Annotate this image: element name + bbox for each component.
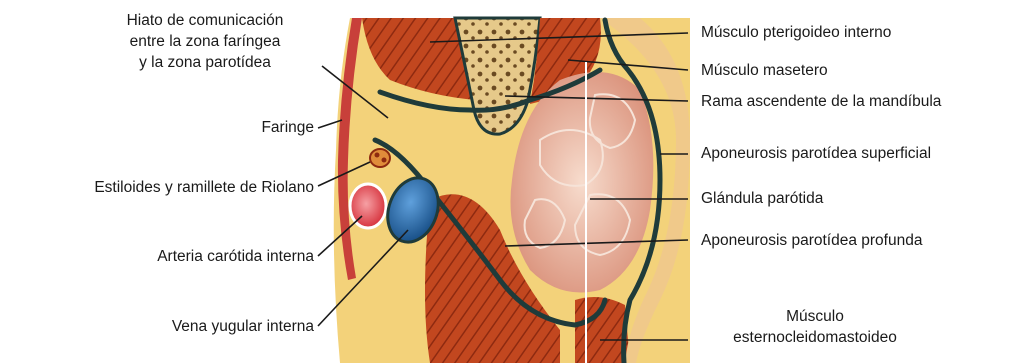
label-yugular: Vena yugular interna [80,316,314,337]
label-aponeurosis-superficial: Aponeurosis parotídea superficial [701,143,931,164]
label-esternocleido: Músculo esternocleidomastoideo [700,306,930,348]
label-pterigoideo: Músculo pterigoideo interno [701,22,891,43]
styloid-process [370,149,390,167]
label-parotida: Glándula parótida [701,188,823,209]
label-hiato-line2: entre la zona faríngea [90,31,320,52]
label-estiloides: Estiloides y ramillete de Riolano [4,177,314,198]
label-hiato: Hiato de comunicación entre la zona farí… [90,10,320,73]
label-esternocleido-line2: esternocleidomastoideo [700,327,930,348]
label-carotida: Arteria carótida interna [60,246,314,267]
label-hiato-line1: Hiato de comunicación [90,10,320,31]
label-aponeurosis-profunda: Aponeurosis parotídea profunda [701,230,922,251]
label-rama: Rama ascendente de la mandíbula [701,91,941,112]
label-hiato-line3: y la zona parotídea [90,52,320,73]
label-faringe: Faringe [200,117,314,138]
label-esternocleido-line1: Músculo [700,306,930,327]
label-masetero: Músculo masetero [701,60,828,81]
